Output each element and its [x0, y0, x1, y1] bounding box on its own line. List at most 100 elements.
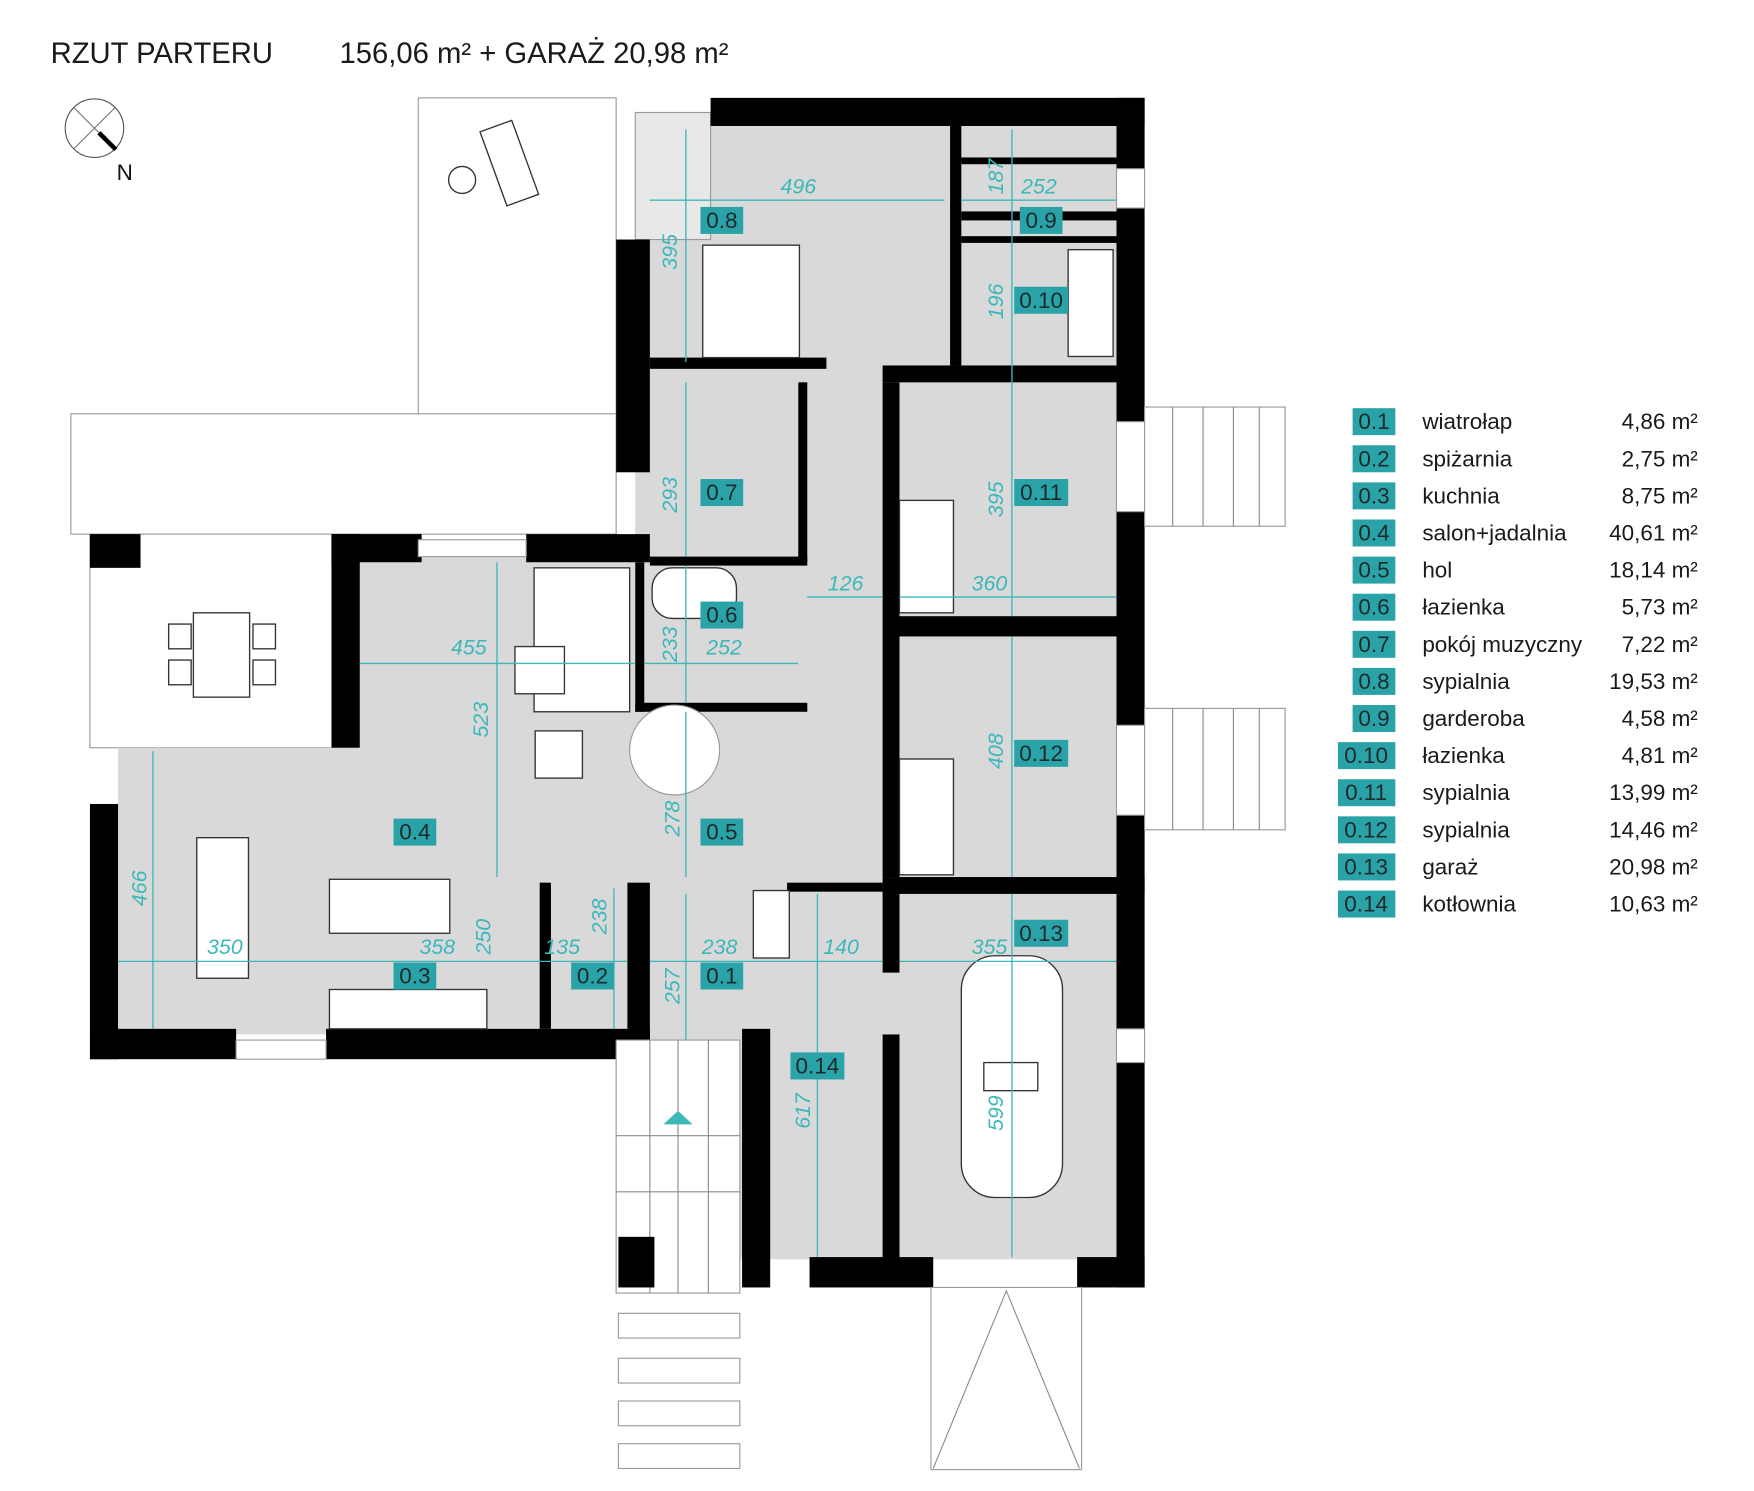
room-tags: 0.8 0.9 0.10 0.7 0.11 0.6 0.12 0.4 0.5 0…: [393, 206, 1069, 1080]
bathtub: [1067, 248, 1114, 358]
legend-tag: 0.12: [1344, 817, 1388, 842]
legend-room-area: 19,53 m²: [1609, 669, 1698, 694]
svg-text:0.3: 0.3: [399, 963, 430, 988]
dimension-label: 126: [828, 572, 864, 596]
legend-tag: 0.2: [1358, 446, 1389, 471]
legend-tag: 0.3: [1358, 483, 1389, 508]
spiral-stairs: [629, 704, 721, 796]
legend-room-area: 4,86 m²: [1622, 409, 1699, 434]
legend-tag-box: [1337, 779, 1396, 807]
car-roof: [983, 1061, 1039, 1092]
dimension-label: 617: [791, 1092, 815, 1129]
legend-room-area: 7,22 m²: [1622, 632, 1699, 657]
legend-room-name: sypialnia: [1422, 817, 1510, 842]
legend-room-area: 40,61 m²: [1609, 520, 1698, 545]
plan-area: 156,06 m² + GARAŻ 20,98 m²: [340, 37, 729, 70]
bed: [898, 758, 955, 876]
room-tag-0-14: 0.14: [790, 1052, 845, 1080]
coffee-table: [514, 645, 566, 695]
legend-tag-box: [1352, 556, 1396, 584]
room-tag-0-10: 0.10: [1014, 286, 1069, 314]
legend-room-area: 5,73 m²: [1622, 595, 1699, 620]
dimension-label: 252: [1020, 175, 1057, 199]
legend-room-area: 4,58 m²: [1622, 706, 1699, 731]
legend-room-name: salon+jadalnia: [1422, 520, 1567, 545]
legend-tag-box: [1352, 630, 1396, 658]
svg-text:0.5: 0.5: [706, 820, 737, 845]
svg-text:0.2: 0.2: [577, 963, 608, 988]
svg-text:0.11: 0.11: [1020, 480, 1062, 505]
walls: [89, 97, 1146, 1288]
lounger: [447, 119, 540, 207]
legend-room-area: 13,99 m²: [1609, 780, 1698, 805]
dimension-label: 395: [658, 234, 682, 270]
dimension-label: 293: [658, 477, 682, 514]
dimension-label: 358: [420, 935, 456, 959]
double-bed: [702, 244, 801, 359]
legend-room-area: 18,14 m²: [1609, 558, 1698, 583]
legend-room-name: łazienka: [1422, 595, 1505, 620]
legend-room-area: 14,46 m²: [1609, 817, 1698, 842]
legend-tag-box: [1352, 408, 1396, 436]
legend-tag-box: [1337, 742, 1396, 770]
kitchen-island: [328, 878, 451, 934]
furniture: [196, 244, 1114, 1199]
room-tag-0-8: 0.8: [700, 206, 744, 234]
svg-text:0.8: 0.8: [706, 208, 737, 233]
legend-tag: 0.10: [1344, 743, 1388, 768]
legend-tag-box: [1352, 705, 1396, 733]
legend-tag: 0.8: [1358, 669, 1389, 694]
legend-room-name: hol: [1422, 558, 1452, 583]
dimension-label: 238: [701, 935, 738, 959]
legend-tag: 0.14: [1344, 892, 1388, 917]
dimension-label: 599: [984, 1095, 1008, 1131]
legend-tag: 0.13: [1344, 854, 1388, 879]
legend-room-name: kuchnia: [1422, 483, 1500, 508]
legend-tag-box: [1352, 445, 1396, 473]
legend-tag: 0.11: [1345, 780, 1387, 805]
dimension-label: 360: [972, 572, 1008, 596]
dimension-label: 238: [587, 898, 611, 935]
armchair: [534, 730, 584, 779]
legend-tag: 0.9: [1358, 706, 1389, 731]
room-tag-0-7: 0.7: [700, 479, 744, 507]
svg-text:0.14: 0.14: [796, 1053, 840, 1078]
legend-room-name: garaż: [1422, 854, 1478, 879]
legend-tag-box: [1337, 853, 1396, 881]
dimension-label: 135: [544, 935, 580, 959]
dimension-label: 350: [207, 935, 243, 959]
legend-tag-box: [1337, 816, 1396, 844]
legend-room-area: 20,98 m²: [1609, 854, 1698, 879]
dimension-label: 187: [984, 158, 1008, 195]
legend-room-name: sypialnia: [1422, 780, 1510, 805]
dimension-label: 408: [984, 733, 1008, 769]
legend-room-name: spiżarnia: [1422, 446, 1512, 471]
dimension-label: 196: [984, 283, 1008, 319]
legend-tag-box: [1337, 890, 1396, 918]
legend-room-name: pokój muzyczny: [1422, 632, 1583, 657]
dimension-labels: 496 187 252 395 196 293 395 126 360 233 …: [127, 158, 1056, 1131]
compass-north-label: N: [117, 160, 133, 185]
dimension-label: 140: [823, 935, 859, 959]
kitchen-counter: [328, 988, 488, 1030]
room-tag-0-2: 0.2: [571, 962, 614, 990]
dimension-label: 455: [451, 636, 487, 660]
boiler: [752, 889, 790, 959]
svg-text:0.9: 0.9: [1026, 208, 1057, 233]
dimension-label: 233: [658, 626, 682, 663]
legend-tag-box: [1352, 593, 1396, 621]
room-tag-0-12: 0.12: [1014, 739, 1069, 767]
legend-row: 0.13 garaż 20,98 m²: [1337, 853, 1698, 881]
room-tag-0-5: 0.5: [700, 818, 744, 846]
svg-text:0.12: 0.12: [1019, 741, 1063, 766]
